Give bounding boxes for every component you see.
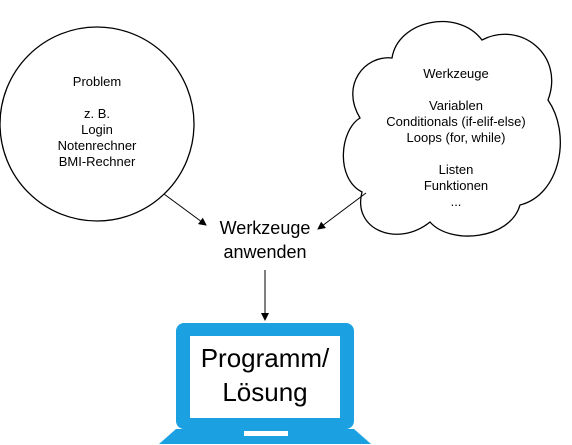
center-text: Werkzeuge anwenden: [180, 216, 350, 264]
problem-title: Problem: [72, 74, 122, 89]
arrow-tools-to-center: [317, 192, 367, 230]
laptop-line-2: Lösung: [222, 377, 308, 407]
tools-item-conditionals: Conditionals (if-elif-else): [386, 114, 526, 129]
tools-item-listen: Listen: [438, 162, 474, 177]
tools-title: Werkzeuge: [423, 66, 489, 81]
tools-item-variablen: Variablen: [429, 98, 483, 113]
problem-item-notenrechner: Notenrechner: [57, 138, 137, 153]
problem-item-login: Login: [81, 122, 113, 137]
tools-cloud: [342, 20, 561, 237]
tools-text: Werkzeuge Variablen Conditionals (if-eli…: [350, 66, 562, 210]
laptop-screen-text: Programm/ Lösung: [190, 341, 340, 409]
problem-circle: [0, 26, 195, 222]
laptop-icon: [159, 323, 371, 444]
tools-item-funktionen: Funktionen: [423, 178, 489, 193]
arrow-problem-to-center: [163, 193, 207, 226]
center-line-1: Werkzeuge: [219, 218, 311, 238]
problem-item-bmi-rechner: BMI-Rechner: [58, 154, 136, 169]
laptop-line-1: Programm/: [200, 343, 330, 373]
center-line-2: anwenden: [223, 242, 307, 262]
tools-item-loops: Loops (for, while): [406, 130, 506, 145]
tools-item-ellipsis: ...: [450, 194, 462, 209]
problem-example-label: z. B.: [83, 106, 110, 121]
problem-text: Problem z. B. Login Notenrechner BMI-Rec…: [0, 74, 194, 170]
